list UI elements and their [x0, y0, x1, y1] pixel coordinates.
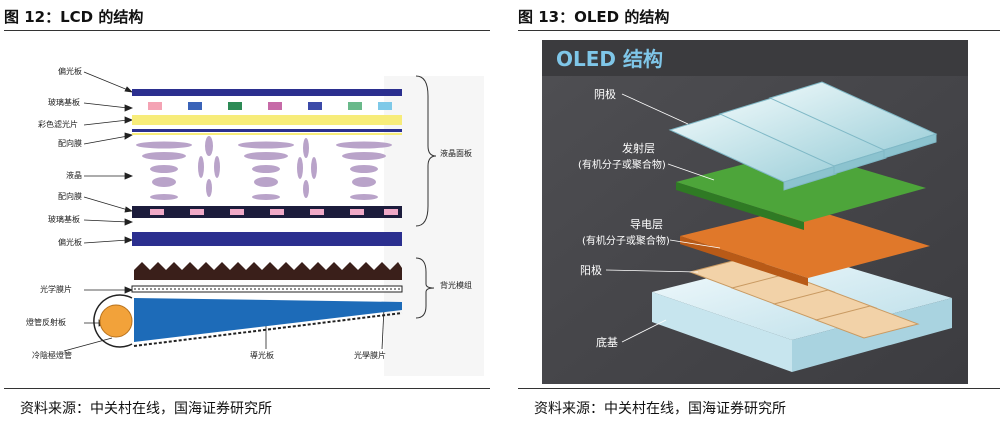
lamp-reflector — [93, 294, 133, 348]
panel-brace — [415, 75, 437, 227]
oled-image-title: OLED 结构 — [556, 47, 663, 71]
label-glass-bottom: 玻璃基板 — [48, 214, 80, 224]
label-substrate: 底基 — [596, 335, 618, 349]
optical-film-bottom — [133, 312, 403, 347]
label-lamp-reflector: 燈管反射板 — [26, 317, 66, 327]
label-polarizer-top: 偏光板 — [58, 66, 82, 76]
color-filter-layer — [132, 115, 402, 125]
label-alignment-bottom: 配向膜 — [58, 191, 82, 201]
ccfl-lamp — [99, 304, 133, 338]
label-conductive: 导电层 — [630, 218, 663, 231]
figure-12-title: 图 12：LCD 的结构 — [4, 8, 144, 26]
oled-structure-image: OLED 结构 阴极 发射层 (有机分子或聚合物) 导电层 (有机分子或聚合物) — [542, 40, 968, 384]
label-liquid-crystal: 液晶 — [66, 170, 82, 180]
label-conductive-sub: (有机分子或聚合物) — [582, 234, 670, 247]
label-glass-top: 玻璃基板 — [48, 97, 80, 107]
label-optical-film-bottom: 光學膜片 — [354, 350, 386, 360]
lcd-structure-diagram: 偏光板 玻璃基板 彩色滤光片 配向膜 液晶 配向膜 玻璃基板 偏光板 光学膜片 … — [4, 36, 490, 386]
figure-13-source: 资料来源：中关村在线，国海证券研究所 — [534, 401, 786, 417]
conductive-layer — [680, 206, 930, 286]
polarizer-bottom — [132, 232, 402, 246]
label-anode: 阳极 — [580, 263, 602, 277]
cathode-layer — [668, 81, 938, 191]
label-cathode: 阴极 — [594, 87, 616, 101]
color-filter-pixels — [148, 102, 392, 110]
label-light-guide: 導光板 — [250, 350, 274, 360]
emissive-layer — [676, 150, 926, 230]
label-polarizer-bottom: 偏光板 — [58, 237, 82, 247]
liquid-crystal-molecules — [136, 136, 392, 200]
left-bottom-rule — [4, 388, 490, 389]
right-bottom-rule — [518, 388, 1000, 389]
light-guide-plate — [134, 298, 402, 342]
label-panel-brace: 液晶面板 — [440, 148, 472, 158]
polarizer-top — [132, 89, 402, 96]
label-emissive-sub: (有机分子或聚合物) — [578, 158, 666, 171]
label-color-filter: 彩色滤光片 — [38, 119, 78, 129]
figure-12-source: 资料来源：中关村在线，国海证券研究所 — [20, 401, 272, 417]
figure-13-title: 图 13：OLED 的结构 — [518, 8, 670, 26]
alignment-film-top — [132, 129, 402, 132]
label-emissive: 发射层 — [622, 141, 655, 155]
backlight-brace — [415, 257, 435, 319]
anode-layer — [688, 257, 920, 339]
prism-sheet — [134, 262, 402, 280]
label-alignment-top: 配向膜 — [58, 138, 82, 148]
right-title-rule — [518, 30, 1000, 31]
left-title-rule — [4, 30, 490, 31]
label-backlight-brace: 背光模组 — [440, 280, 472, 290]
label-ccfl: 冷陰極燈管 — [32, 350, 72, 360]
label-optical-film-left: 光学膜片 — [40, 284, 72, 294]
